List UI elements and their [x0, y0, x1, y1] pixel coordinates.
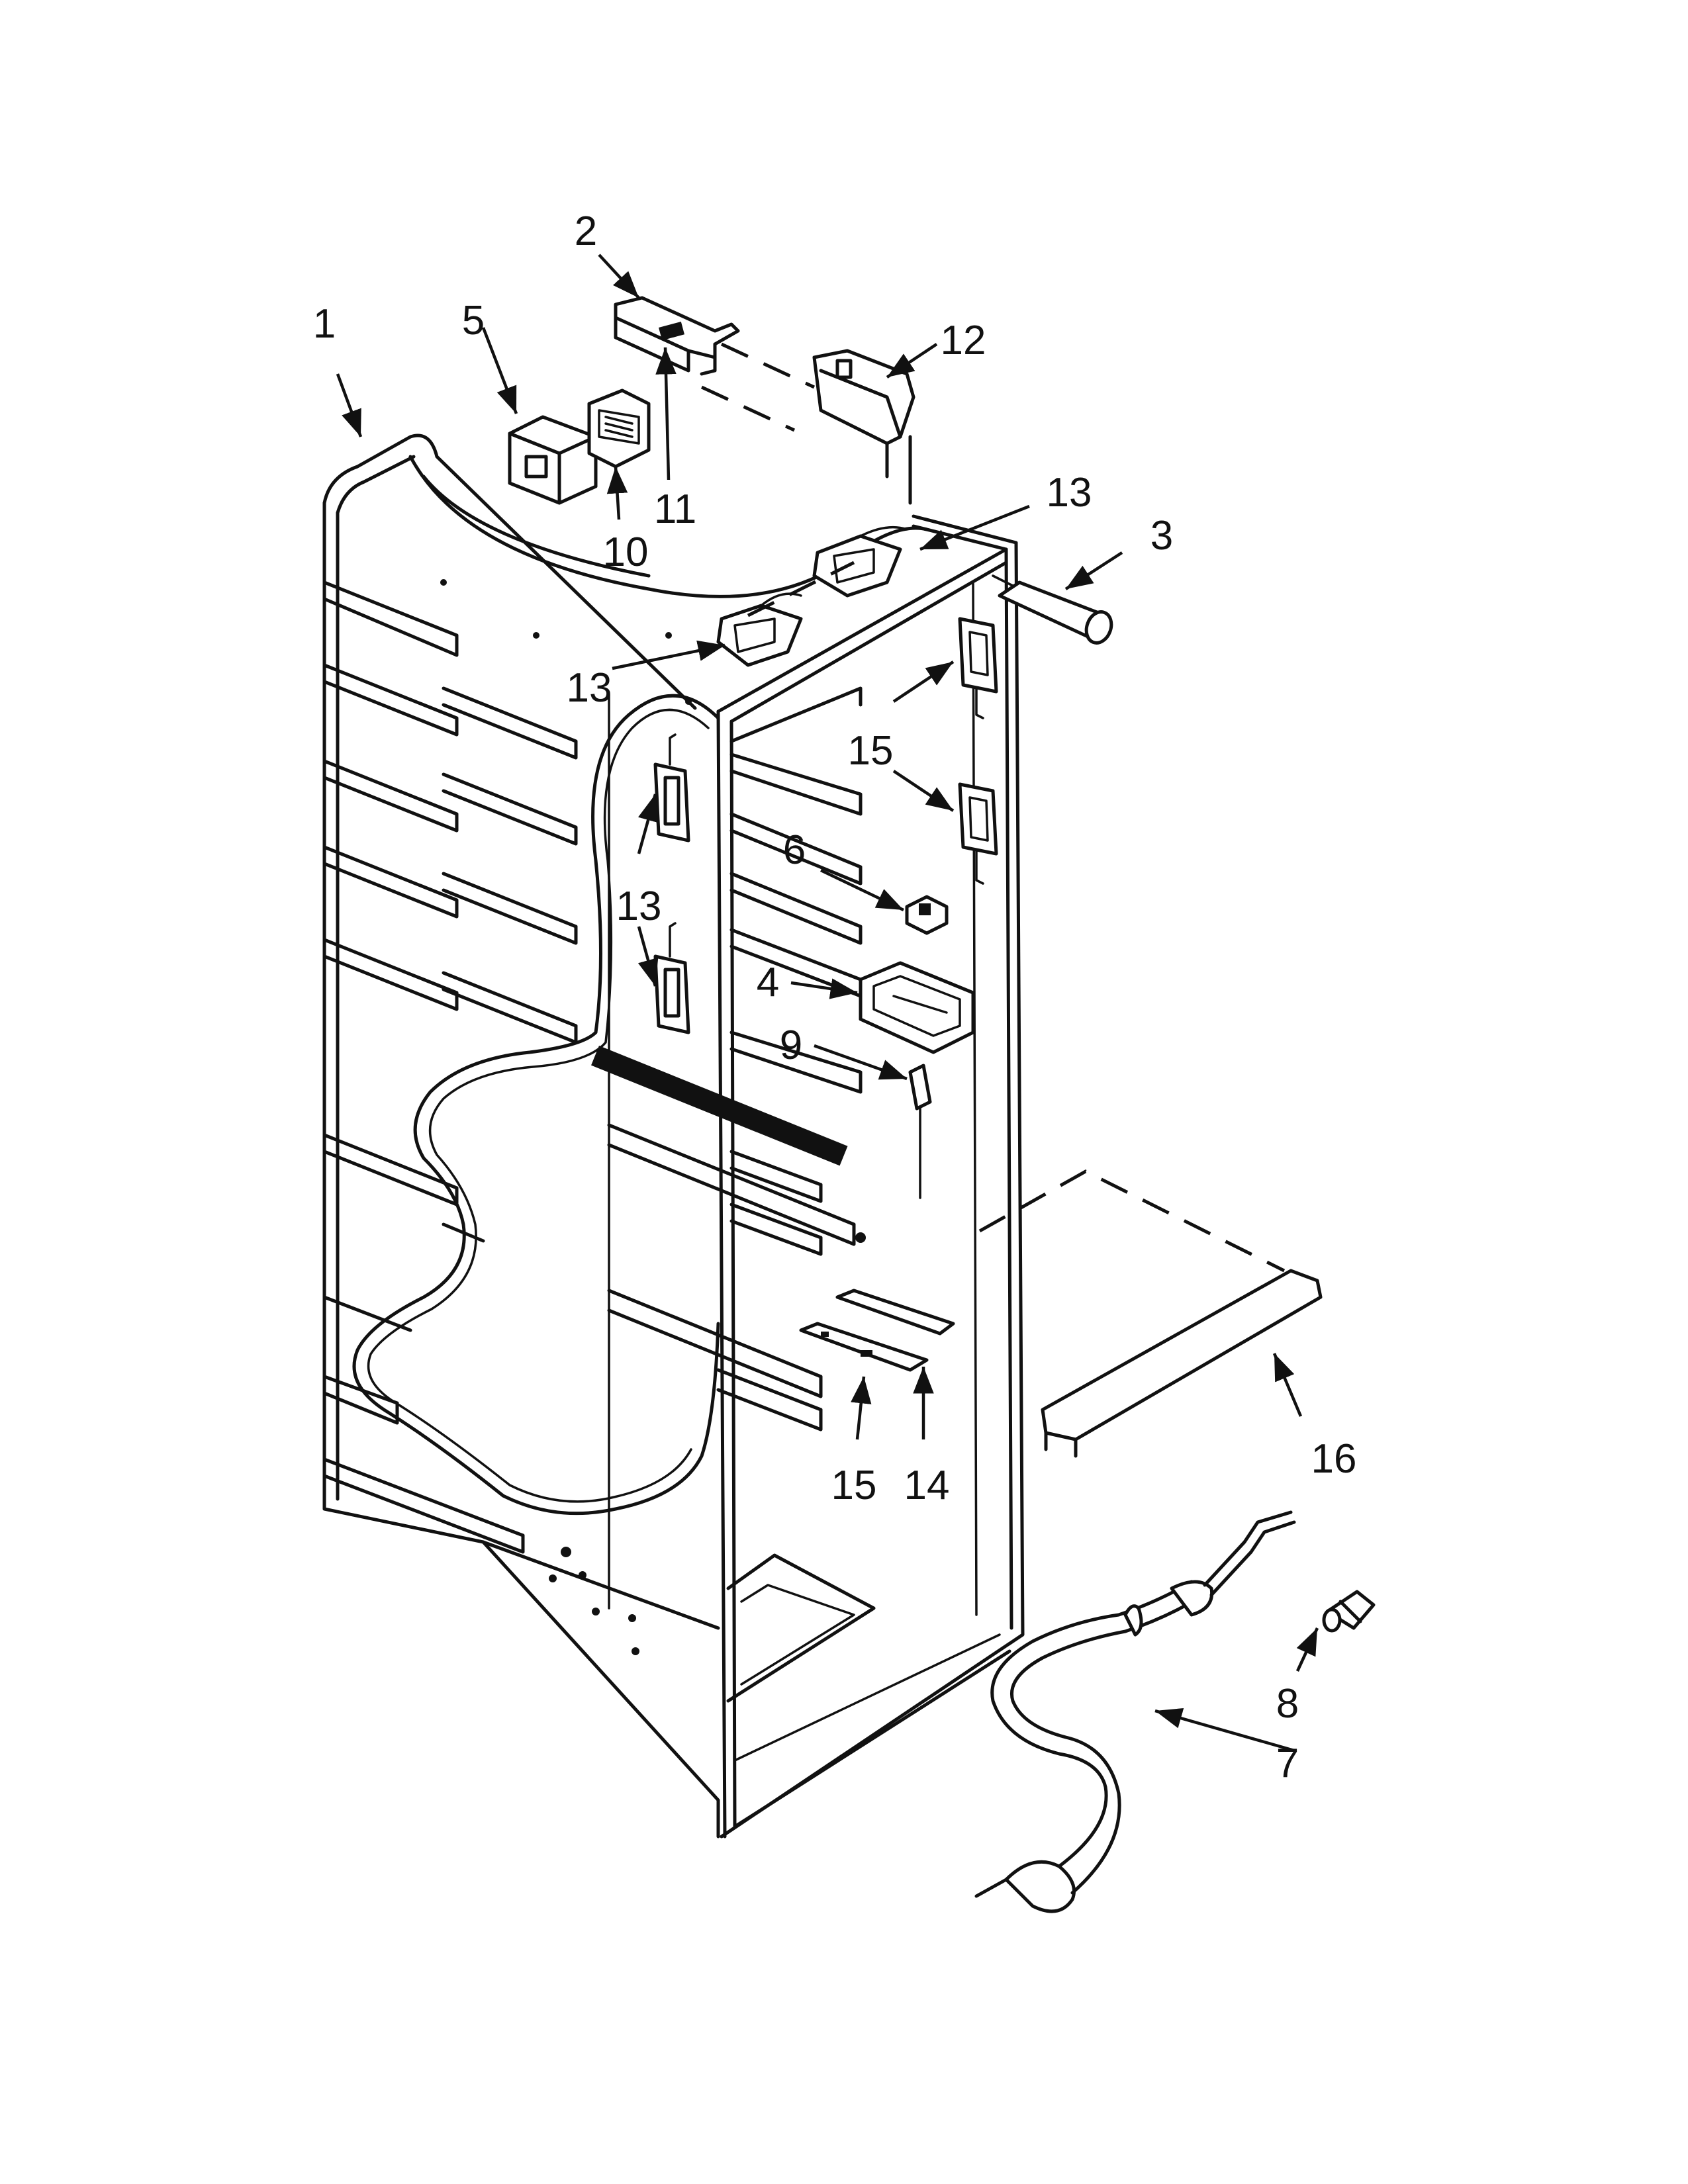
vent-grille — [591, 1046, 848, 1166]
callout-12: 12 — [941, 318, 986, 363]
callout-7: 7 — [1276, 1741, 1299, 1786]
callout-14: 14 — [904, 1463, 950, 1508]
callout-15-upper: 15 — [848, 728, 894, 774]
light-socket-wall-upper — [653, 733, 690, 842]
callout-4: 4 — [757, 960, 779, 1005]
callout-3: 3 — [1150, 513, 1173, 559]
door-switch-part-6 — [905, 895, 949, 935]
control-board-part-10 — [587, 388, 651, 469]
leader-lines — [336, 253, 1319, 1752]
control-box-part-5 — [508, 415, 598, 505]
housing-part-4 — [859, 961, 975, 1054]
front-wall-shelf-rails — [607, 686, 863, 1432]
water-filter-part-3 — [992, 574, 1113, 645]
fitting-part-8 — [1322, 1590, 1376, 1633]
connector-part-11 — [659, 321, 684, 341]
light-socket-top-left — [716, 592, 803, 667]
callout-2: 2 — [575, 208, 597, 254]
callout-13-top-left: 13 — [567, 665, 612, 711]
thermistor-part-9 — [908, 1064, 932, 1199]
nameplate-part-14 — [835, 1289, 955, 1336]
cabinet-liner-part-1 — [322, 433, 1025, 1839]
callout-13-top-right: 13 — [1047, 470, 1092, 516]
callout-1: 1 — [313, 301, 336, 347]
callout-13-wall: 13 — [616, 884, 662, 929]
cover-plate-part-16 — [1041, 1269, 1323, 1458]
light-cover-lower — [958, 782, 998, 885]
callout-8: 8 — [1276, 1681, 1299, 1727]
light-socket-top-right — [812, 525, 908, 598]
callout-10: 10 — [603, 529, 649, 575]
label-plate-part-15 — [799, 1322, 929, 1372]
callout-15-lower: 15 — [831, 1463, 877, 1508]
callout-labels: 1 2 3 4 5 6 7 8 9 10 11 12 13 13 13 14 1… — [313, 208, 1357, 1786]
screw-holes — [440, 579, 866, 1655]
callout-11: 11 — [654, 486, 696, 532]
light-socket-wall-lower — [653, 922, 690, 1034]
water-tube-part-7 — [974, 1510, 1296, 1913]
callout-16: 16 — [1311, 1436, 1357, 1482]
callout-5: 5 — [462, 298, 485, 343]
callout-9: 9 — [780, 1023, 802, 1068]
light-cover-upper — [958, 617, 998, 719]
left-wall-shelf-rails — [322, 580, 578, 1554]
callout-6: 6 — [783, 827, 806, 873]
switch-housing-part-12 — [812, 349, 915, 505]
